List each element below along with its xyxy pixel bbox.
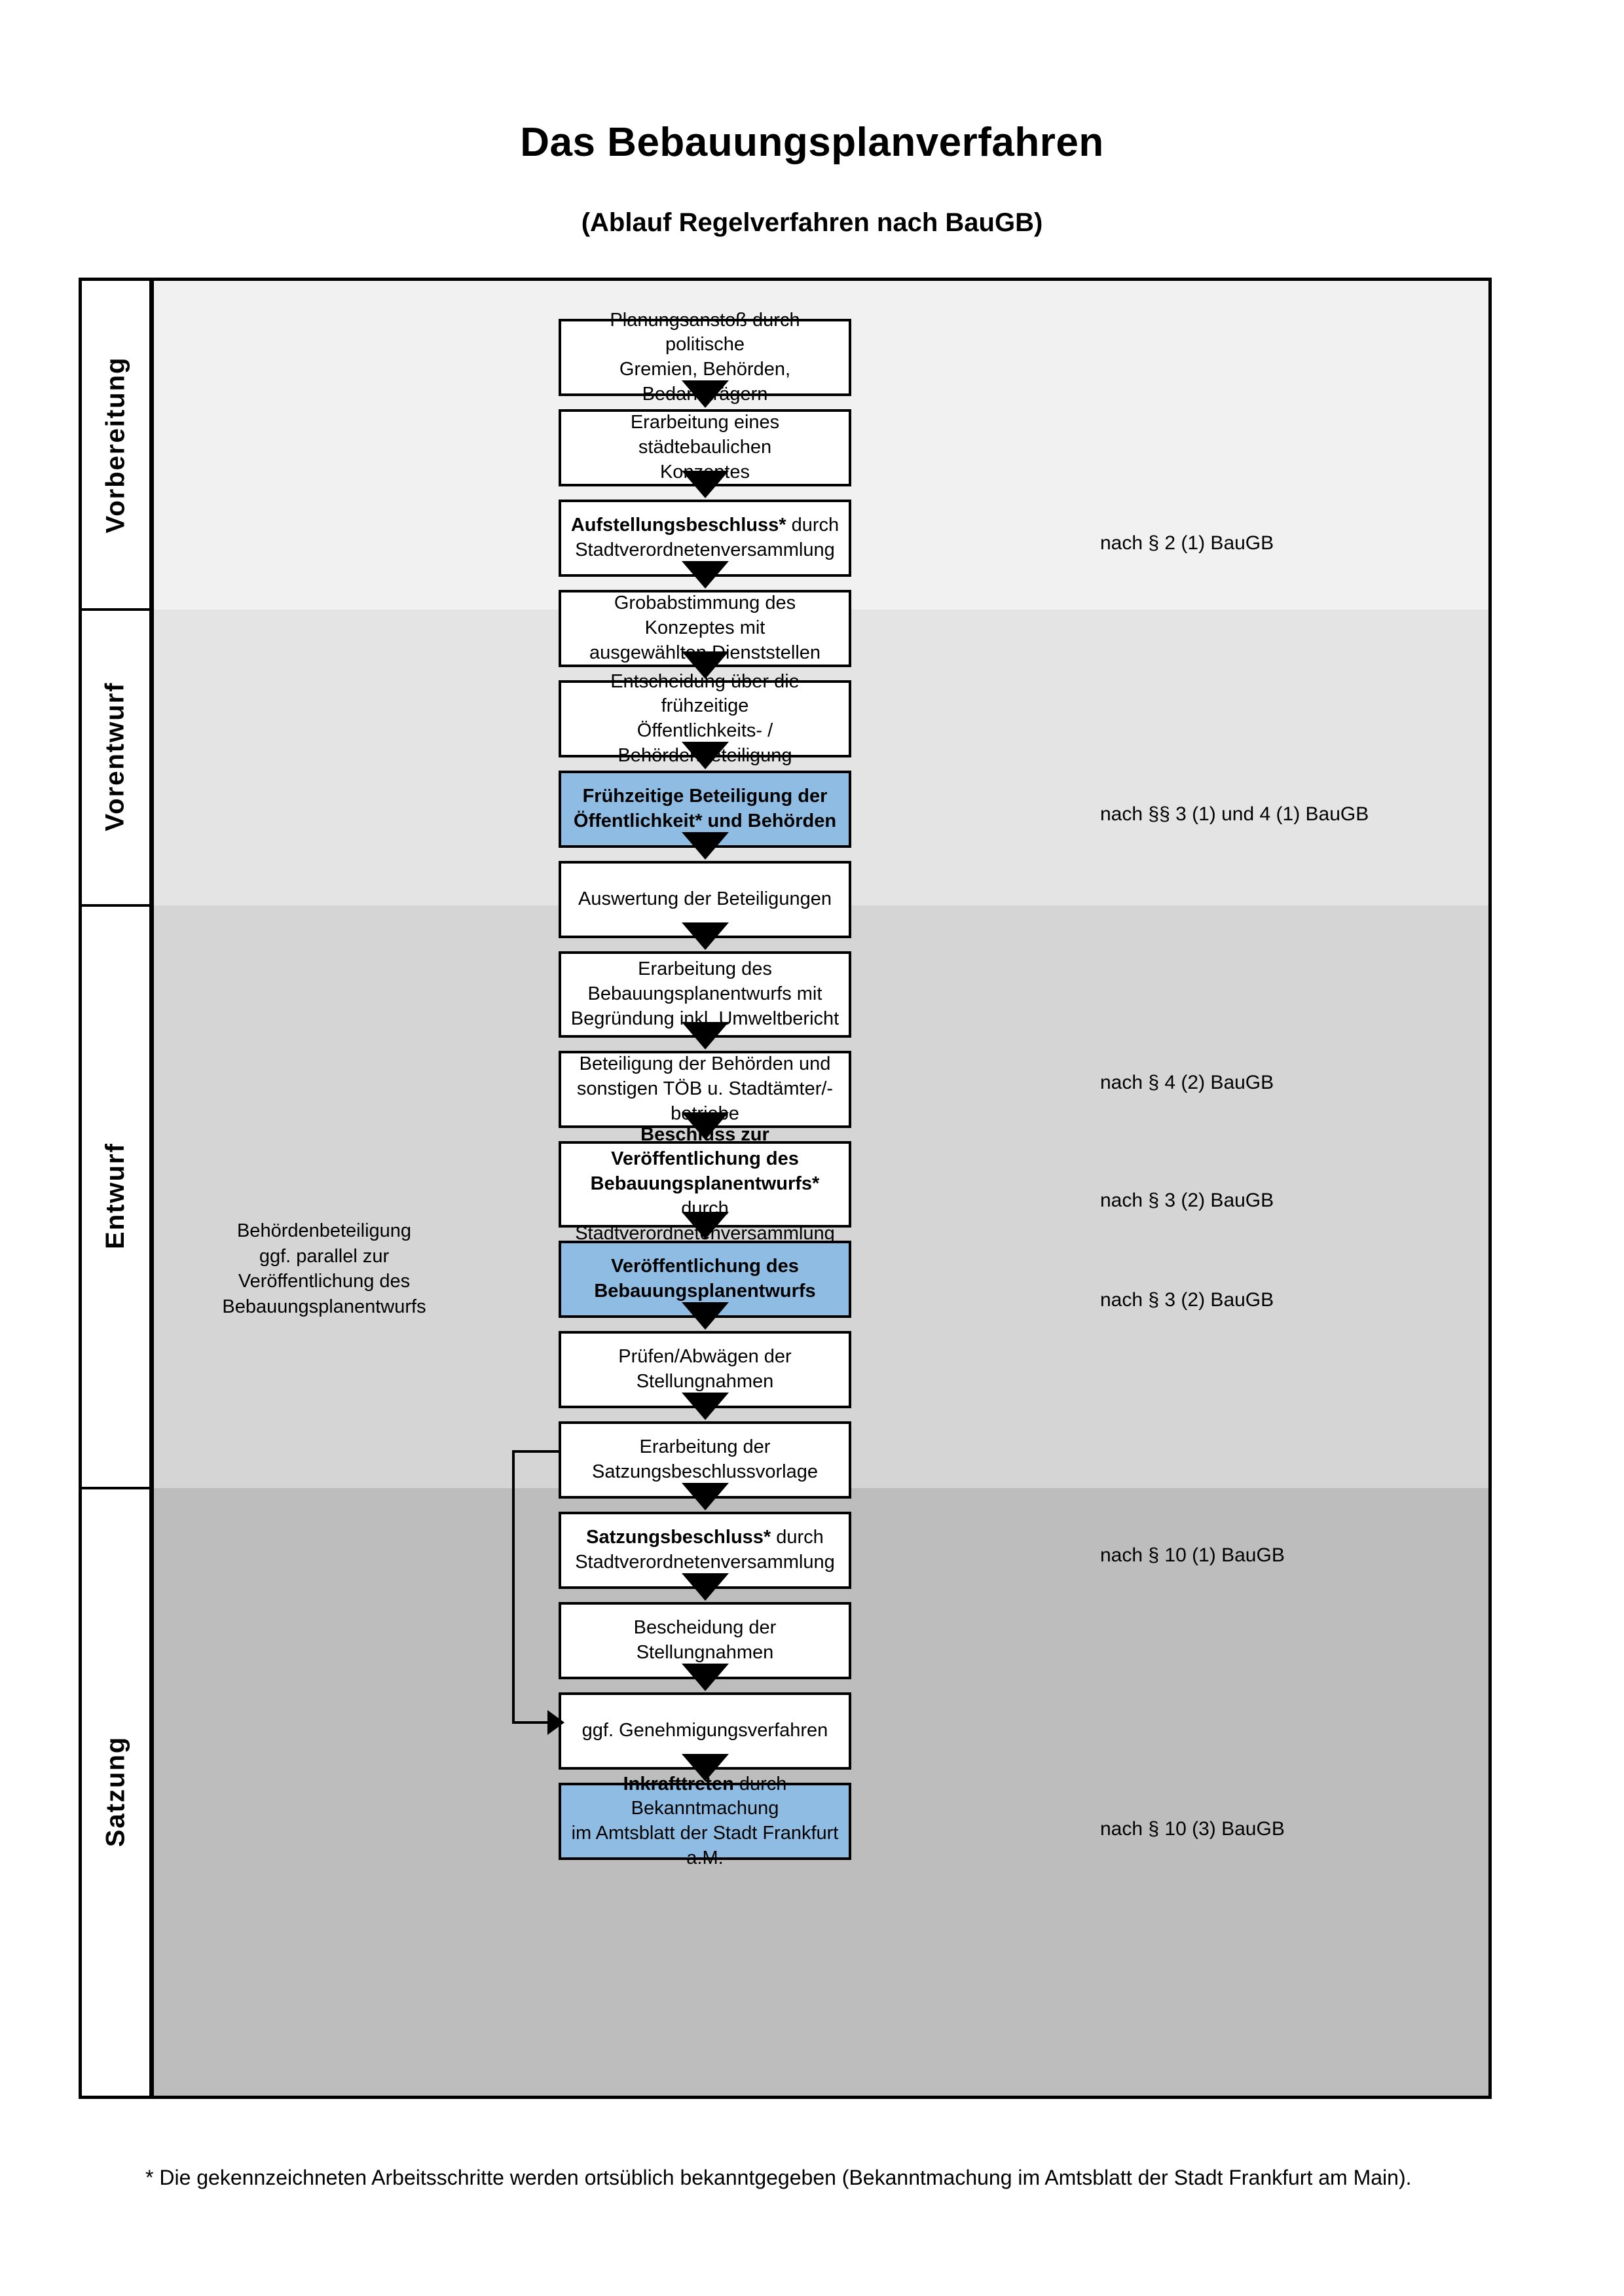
side-note-behoerdenbeteiligung: Behördenbeteiligung ggf. parallel zur Ve… [193, 1218, 455, 1319]
node-line-1: Beschluss zur Veröffentlichung des [611, 1123, 799, 1170]
phase-label-vorentwurf: Vorentwurf [82, 608, 149, 904]
phase-label-text: Entwurf [101, 1142, 130, 1249]
feedback-loop-bottom-segment [512, 1721, 550, 1724]
flow-arrow-down-icon [682, 742, 729, 769]
phase-separator-1 [82, 608, 149, 611]
node-line-1: Frühzeitige Beteiligung der [582, 786, 828, 807]
node-line-1: Aufstellungsbeschluss* durch [570, 515, 840, 536]
phase-label-vorbereitung: Vorbereitung [82, 281, 149, 608]
flow-arrow-down-icon [682, 1112, 729, 1140]
phase-label-entwurf: Entwurf [82, 904, 149, 1487]
statute-note-par2: nach § 2 (1) BauGB [1100, 532, 1274, 554]
phase-separator-3 [82, 1487, 149, 1489]
statute-note-par3-4: nach §§ 3 (1) und 4 (1) BauGB [1100, 803, 1369, 825]
node-line-1: Erarbeitung eines städtebaulichen [630, 412, 780, 458]
page-title: Das Bebauungsplanverfahren [520, 120, 1104, 165]
footnote-text: * Die gekennzeichneten Arbeitsschritte w… [145, 2166, 1412, 2189]
side-note-line-1: Behördenbeteiligung [236, 1220, 412, 1241]
flow-arrow-down-icon [682, 1212, 729, 1239]
node-line-1: Erarbeitung des [638, 958, 772, 980]
node-line-1: Satzungsbeschluss* durch [586, 1527, 824, 1548]
node-line-2: Gremien, Behörden, Bedarfsträgern [619, 359, 791, 405]
flow-arrow-down-icon [682, 1022, 729, 1049]
node-line-2: Öffentlichkeit* und Behörden [573, 811, 837, 831]
flowchart-frame: Vorbereitung Vorentwurf Entwurf Satzung … [79, 278, 1492, 2099]
side-note-line-3: Veröffentlichung des [238, 1271, 411, 1292]
node-line-1: Prüfen/Abwägen der Stellungnahmen [618, 1346, 792, 1392]
node-line-1: Veröffentlichung des [611, 1256, 799, 1277]
phase-label-satzung: Satzung [82, 1487, 149, 2096]
side-note-line-2: ggf. parallel zur [259, 1245, 390, 1267]
statute-note-par4-2: nach § 4 (2) BauGB [1100, 1072, 1274, 1093]
flow-arrow-down-icon [682, 1393, 729, 1420]
flow-arrow-down-icon [682, 832, 729, 860]
flow-arrow-down-icon [682, 1483, 729, 1510]
feedback-loop-top-segment [512, 1450, 561, 1453]
feedback-loop-arrowhead-icon [547, 1710, 564, 1735]
flow-arrow-down-icon [682, 922, 729, 950]
flow-arrow-down-icon [682, 1664, 729, 1691]
phase-label-text: Satzung [101, 1736, 130, 1847]
node-line-2: im Amtsblatt der Stadt Frankfurt a.M. [571, 1823, 839, 1868]
node-line-1: Erarbeitung der [639, 1436, 771, 1458]
node-line-1: Beteiligung der Behörden und [579, 1053, 831, 1075]
flow-arrow-down-icon [682, 1754, 729, 1781]
flow-arrow-down-icon [682, 380, 729, 408]
flow-arrow-down-icon [682, 471, 729, 498]
node-line-1: ggf. Genehmigungsverfahren [581, 1720, 828, 1741]
phase-label-divider [149, 281, 154, 2096]
node-line-2: Bebauungsplanentwurfs mit [587, 983, 822, 1005]
statute-note-par10-1: nach § 10 (1) BauGB [1100, 1544, 1285, 1566]
node-line-1: Planungsanstoß durch politische [610, 309, 800, 355]
node-line-2: Bebauungsplanentwurfs [594, 1281, 816, 1302]
phase-label-text: Vorentwurf [101, 681, 130, 831]
flow-node-erarbeitung-bplanentwurf[interactable]: Erarbeitung des Bebauungsplanentwurfs mi… [559, 951, 851, 1038]
flow-arrow-down-icon [682, 1302, 729, 1330]
page-subtitle: (Ablauf Regelverfahren nach BauGB) [581, 208, 1043, 237]
node-line-2: Stadtverordnetenversammlung [575, 1552, 835, 1573]
node-line-1: Bescheidung der Stellungnahmen [633, 1617, 777, 1663]
phase-separator-2 [82, 904, 149, 907]
statute-note-par3-2b: nach § 3 (2) BauGB [1100, 1289, 1274, 1311]
phase-label-text: Vorbereitung [101, 356, 130, 533]
flow-arrow-down-icon [682, 561, 729, 589]
statute-note-par10-3: nach § 10 (3) BauGB [1100, 1818, 1285, 1840]
node-line-2: Stadtverordnetenversammlung [575, 539, 835, 560]
flow-arrow-down-icon [682, 651, 729, 679]
flow-arrow-down-icon [682, 1573, 729, 1601]
statute-note-par3-2a: nach § 3 (2) BauGB [1100, 1190, 1274, 1211]
feedback-loop-left-segment [512, 1450, 515, 1724]
node-line-1: Grobabstimmung des Konzeptes mit [614, 592, 796, 639]
flow-node-satzungsbeschlussvorlage[interactable]: Erarbeitung der Satzungsbeschlussvorlage [559, 1421, 851, 1499]
side-note-line-4: Bebauungsplanentwurfs [222, 1296, 426, 1317]
flow-node-inkrafttreten[interactable]: Inkrafttreten durch Bekanntmachung im Am… [559, 1774, 851, 1868]
node-line-2: Satzungsbeschlussvorlage [592, 1461, 818, 1482]
node-line-1: Auswertung der Beteiligungen [578, 888, 832, 910]
